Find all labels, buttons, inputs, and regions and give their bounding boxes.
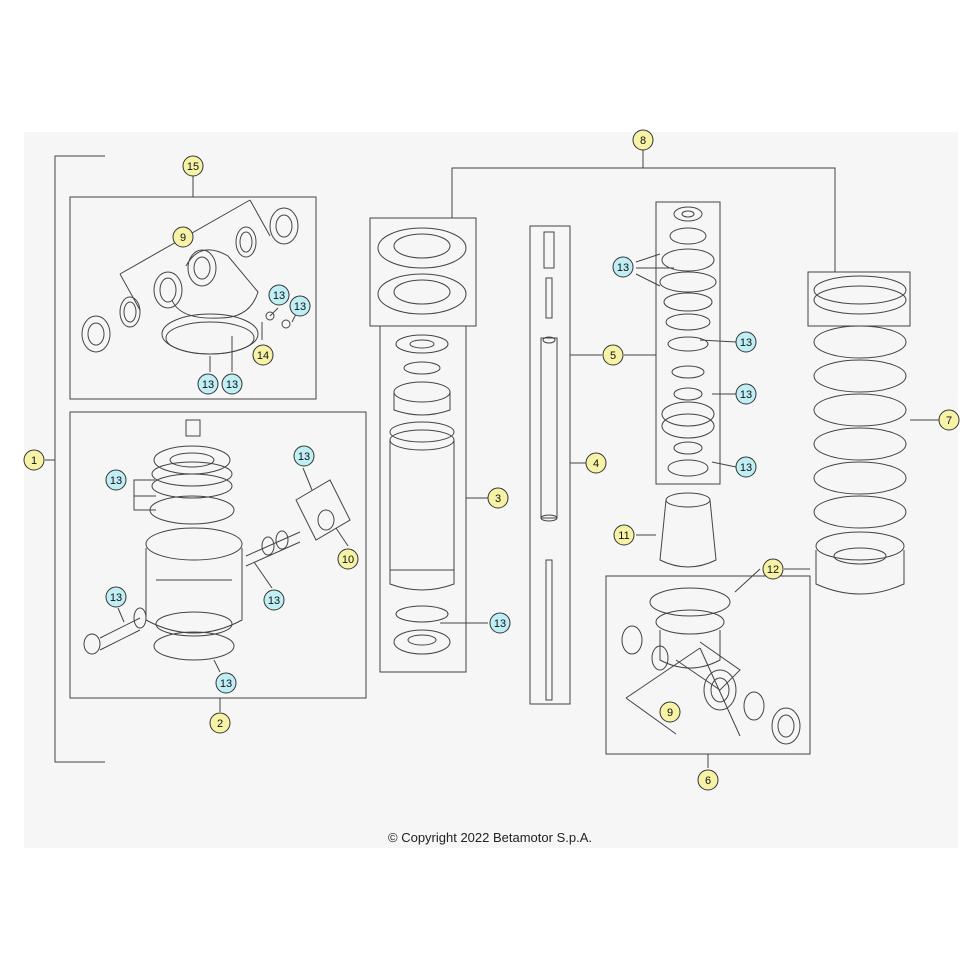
- svg-text:13: 13: [202, 379, 214, 391]
- callout-13-group5-d: 13: [735, 456, 757, 478]
- callout-9-upper: 9: [172, 226, 194, 248]
- svg-text:13: 13: [617, 262, 629, 274]
- bracket-group-8: [451, 167, 836, 272]
- callout-13-group2-d: 13: [105, 586, 127, 608]
- callout-13-group5-c: 13: [735, 383, 757, 405]
- callout-9-lower: 9: [659, 701, 681, 723]
- svg-text:13: 13: [494, 618, 506, 630]
- bracket-group-1: [54, 155, 105, 763]
- copyright-notice: © Copyright 2022 Betamotor S.p.A.: [388, 830, 592, 845]
- callout-13-group3: 13: [489, 612, 511, 634]
- callout-13-group2-a: 13: [105, 469, 127, 491]
- box-group-2: [69, 411, 367, 699]
- spring-part: [813, 275, 907, 595]
- svg-text:9: 9: [667, 707, 673, 719]
- callout-10: 10: [337, 548, 359, 570]
- svg-text:13: 13: [268, 595, 280, 607]
- box-group-5: [655, 201, 721, 485]
- box-group-4: [529, 225, 571, 705]
- svg-text:12: 12: [767, 564, 779, 576]
- diagram-background: [24, 132, 958, 848]
- callout-15: 15: [182, 155, 204, 177]
- svg-text:13: 13: [294, 301, 306, 313]
- callout-6: 6: [697, 769, 719, 791]
- svg-text:13: 13: [740, 389, 752, 401]
- svg-text:15: 15: [187, 161, 199, 173]
- group-2-parts: [83, 419, 351, 661]
- callout-13-group15-b: 13: [289, 295, 311, 317]
- svg-text:13: 13: [110, 475, 122, 487]
- callout-1: 1: [23, 449, 45, 471]
- group-4-parts: [540, 231, 558, 701]
- callout-4: 4: [585, 452, 607, 474]
- svg-text:1: 1: [31, 455, 37, 467]
- svg-text:4: 4: [593, 458, 599, 470]
- callout-3: 3: [487, 487, 509, 509]
- callout-13-group2-b: 13: [293, 445, 315, 467]
- group-3-parts: [389, 334, 455, 655]
- group-5-parts: [659, 206, 717, 477]
- callout-12: 12: [762, 558, 784, 580]
- spring-seat-parts: [377, 227, 467, 315]
- svg-text:13: 13: [740, 337, 752, 349]
- svg-text:13: 13: [740, 462, 752, 474]
- callout-14: 14: [252, 344, 274, 366]
- callout-13-group15-a: 13: [268, 284, 290, 306]
- callout-13-group5-b: 13: [735, 331, 757, 353]
- svg-text:11: 11: [618, 530, 629, 542]
- svg-text:2: 2: [217, 718, 223, 730]
- callout-13-group2-e: 13: [215, 672, 237, 694]
- callout-13-group15-c: 13: [197, 373, 219, 395]
- callout-13-group2-c: 13: [263, 589, 285, 611]
- svg-text:13: 13: [226, 379, 238, 391]
- group-6-parts: [621, 587, 801, 745]
- svg-text:5: 5: [610, 350, 616, 362]
- box-group-3: [379, 325, 467, 673]
- callout-2: 2: [209, 712, 231, 734]
- svg-text:13: 13: [110, 592, 122, 604]
- callout-13-group15-d: 13: [221, 373, 243, 395]
- callout-7: 7: [938, 409, 960, 431]
- svg-text:10: 10: [342, 554, 354, 566]
- group-15-parts: [81, 207, 299, 355]
- svg-text:7: 7: [946, 415, 952, 427]
- svg-text:14: 14: [257, 350, 269, 362]
- svg-text:13: 13: [298, 451, 310, 463]
- svg-text:3: 3: [495, 493, 501, 505]
- svg-text:8: 8: [640, 135, 646, 147]
- svg-text:9: 9: [180, 232, 186, 244]
- bump-stop-part: [659, 492, 717, 568]
- svg-text:13: 13: [220, 678, 232, 690]
- svg-text:13: 13: [273, 290, 285, 302]
- callout-11: 11: [613, 524, 635, 546]
- callout-5: 5: [602, 344, 624, 366]
- callout-13-group5-a: 13: [612, 256, 634, 278]
- callout-8: 8: [632, 129, 654, 151]
- svg-text:6: 6: [705, 775, 711, 787]
